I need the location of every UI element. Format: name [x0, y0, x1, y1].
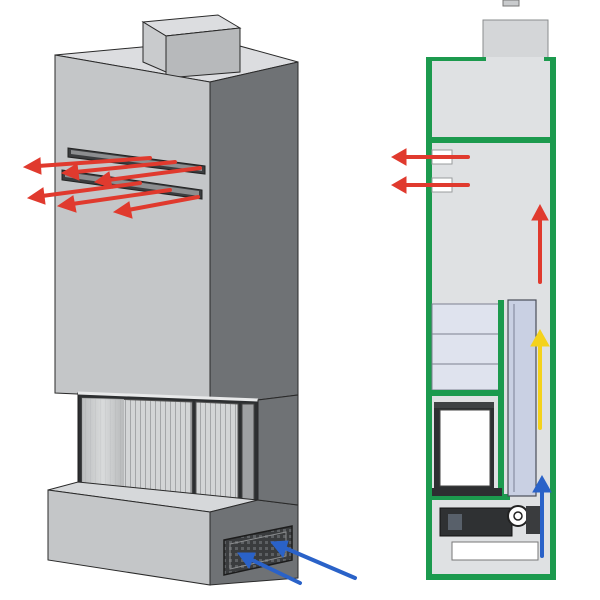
- warm-air-arrow: [390, 176, 470, 194]
- cold-air-arrows-exterior: [237, 540, 357, 585]
- heated-air-arrow: [530, 328, 550, 430]
- warm-air-arrow: [93, 166, 202, 189]
- cross-section-view: [390, 0, 556, 580]
- cold-air-arrow-section: [532, 474, 552, 558]
- cold-air-intake-grille: [223, 525, 293, 576]
- warm-air-arrow: [56, 188, 172, 213]
- firebox-glass: [77, 391, 259, 506]
- exterior-view: [22, 14, 357, 586]
- warm-air-arrow: [390, 148, 470, 166]
- cold-air-arrow: [270, 540, 357, 580]
- cold-air-arrow: [237, 552, 302, 585]
- firebox-insulation: [426, 300, 510, 500]
- air-damper: [432, 500, 550, 540]
- warm-air-arrow: [26, 181, 142, 205]
- warm-air-arrows-exterior: [22, 156, 202, 219]
- hood-front-face: [54, 54, 211, 401]
- warm-air-arrows-section: [390, 148, 549, 284]
- warm-air-arrow: [112, 195, 200, 219]
- warm-air-arrow: [22, 156, 152, 175]
- accumulation-blocks: [431, 303, 501, 391]
- ash-drawer: [451, 541, 539, 561]
- warm-air-arrow: [531, 203, 549, 284]
- insulation-wall: [426, 57, 556, 580]
- firebox: [432, 402, 502, 496]
- hood-side-face: [209, 61, 299, 401]
- warm-air-arrow: [60, 160, 177, 181]
- convection-channel: [507, 299, 537, 497]
